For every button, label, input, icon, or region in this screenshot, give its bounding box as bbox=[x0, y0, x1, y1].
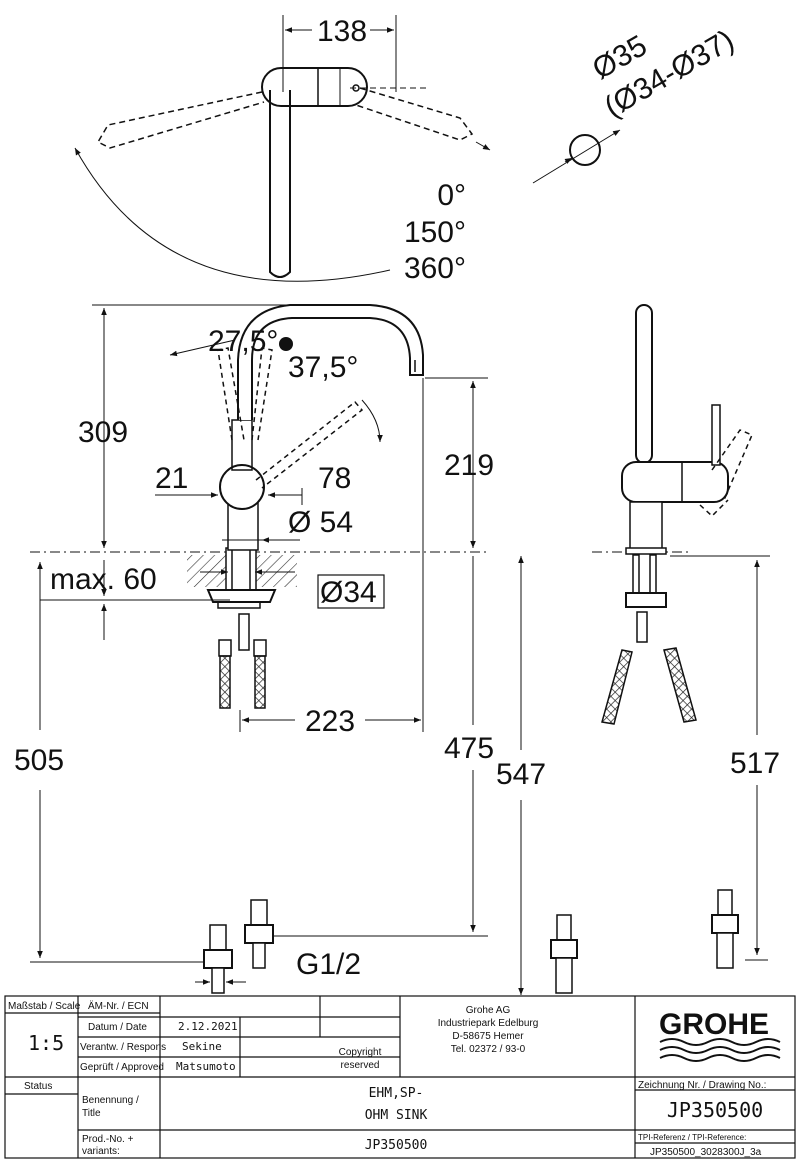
copyright-line-1: Copyright bbox=[339, 1047, 382, 1058]
side-view bbox=[550, 304, 770, 994]
front-view bbox=[30, 304, 524, 995]
dim-517: 517 bbox=[730, 747, 780, 780]
prod-label-1: Prod.-No. + bbox=[82, 1134, 134, 1145]
title-label-2: Title bbox=[82, 1108, 101, 1119]
title-block bbox=[4, 995, 796, 1159]
tpi-value: JP350500_3028300J_3a bbox=[650, 1147, 762, 1158]
prod-value: JP350500 bbox=[365, 1138, 428, 1153]
dim-hole-34: Ø34 bbox=[320, 576, 377, 609]
tpi-label: TPI-Referenz / TPI-Reference: bbox=[638, 1133, 746, 1142]
responsible-label: Verantw. / Respons bbox=[80, 1042, 166, 1053]
dim-21: 21 bbox=[155, 462, 188, 495]
prod-label-2: variants: bbox=[82, 1146, 120, 1157]
company-address-2: D-58675 Hemer bbox=[452, 1031, 524, 1042]
dim-max-60: max. 60 bbox=[50, 563, 157, 596]
dim-body-diameter: Ø 54 bbox=[288, 506, 353, 539]
company-name: Grohe AG bbox=[466, 1005, 511, 1016]
ecn-label: ÄM-Nr. / ECN bbox=[88, 1000, 149, 1012]
dim-505: 505 bbox=[14, 744, 64, 777]
date-label: Datum / Date bbox=[88, 1022, 147, 1033]
scale-label: Maßstab / Scale bbox=[8, 1001, 81, 1012]
dim-thread: G1/2 bbox=[296, 948, 361, 981]
drawing-number-value: JP350500 bbox=[667, 1098, 763, 1122]
title-value-2: OHM SINK bbox=[365, 1108, 428, 1123]
angle-27-5: 27,5° bbox=[208, 325, 278, 358]
dim-78: 78 bbox=[318, 462, 351, 495]
date-value: 2.12.2021 bbox=[178, 1020, 238, 1033]
angle-0: 0° bbox=[437, 179, 466, 212]
angle-360: 360° bbox=[404, 252, 466, 285]
dim-223: 223 bbox=[305, 705, 355, 738]
dim-475: 475 bbox=[444, 732, 494, 765]
dim-547: 547 bbox=[496, 758, 546, 791]
company-phone: Tel. 02372 / 93-0 bbox=[451, 1044, 526, 1055]
scale-value: 1:5 bbox=[28, 1031, 64, 1055]
title-value-1: EHM,SP- bbox=[369, 1086, 424, 1101]
copyright-line-2: reserved bbox=[341, 1060, 380, 1071]
approved-label: Geprüft / Approved bbox=[80, 1062, 164, 1073]
dim-309: 309 bbox=[78, 416, 128, 449]
drawing-number-label: Zeichnung Nr. / Drawing No.: bbox=[638, 1080, 766, 1091]
approved-value: Matsumoto bbox=[176, 1060, 236, 1073]
title-label-1: Benennung / bbox=[82, 1095, 139, 1106]
angle-37-5: 37,5° bbox=[288, 351, 358, 384]
angle-150: 150° bbox=[404, 216, 466, 249]
status-label: Status bbox=[24, 1081, 52, 1092]
dim-219: 219 bbox=[444, 449, 494, 482]
grohe-logo: GROHE bbox=[659, 1008, 769, 1041]
top-view bbox=[74, 15, 621, 282]
dim-138: 138 bbox=[317, 15, 367, 48]
responsible-value: Sekine bbox=[182, 1040, 222, 1053]
company-address-1: Industriepark Edelburg bbox=[438, 1018, 539, 1029]
